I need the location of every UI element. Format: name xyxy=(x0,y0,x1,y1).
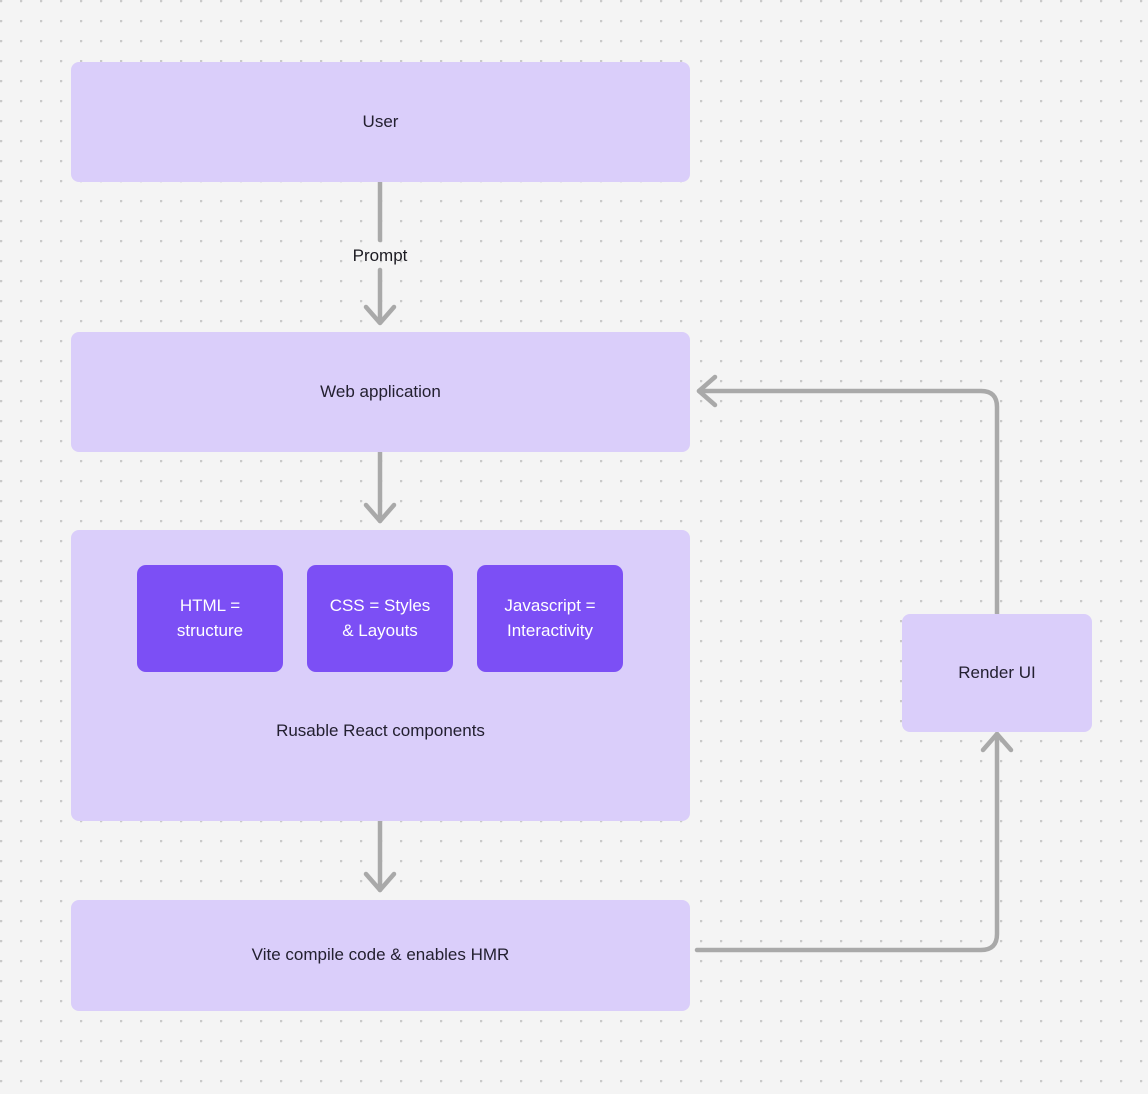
node-html-label-line1: HTML = xyxy=(179,596,241,616)
node-vite-label: Vite compile code & enables HMR xyxy=(251,945,510,965)
node-user-label: User xyxy=(362,111,399,131)
edge-components-to-vite[interactable] xyxy=(363,818,397,893)
node-user[interactable]: User xyxy=(71,62,690,182)
node-javascript[interactable]: Javascript = Interactivity xyxy=(477,565,623,672)
node-components-group[interactable]: HTML = structure CSS = Styles & Layouts … xyxy=(71,530,690,821)
node-javascript-label-line1: Javascript = xyxy=(504,596,596,616)
node-render-ui-label: Render UI xyxy=(958,662,1036,682)
node-vite[interactable]: Vite compile code & enables HMR xyxy=(71,900,690,1011)
node-components-group-label: Rusable React components xyxy=(276,721,485,740)
arrowhead-down-icon xyxy=(363,502,397,524)
node-css-label-line2: & Layouts xyxy=(342,620,418,640)
edge-render-ui-to-web-application[interactable] xyxy=(696,374,1000,617)
edge-line xyxy=(696,388,1000,617)
edge-web-application-to-components[interactable] xyxy=(363,449,397,524)
node-render-ui[interactable]: Render UI xyxy=(902,614,1092,732)
node-web-application-label: Web application xyxy=(320,381,441,401)
arrowhead-down-icon xyxy=(363,304,397,326)
edge-line xyxy=(694,731,1000,953)
edge-vite-to-render-ui[interactable] xyxy=(694,731,1014,953)
node-html-label-line2: structure xyxy=(176,620,244,640)
node-css-label-line1: CSS = Styles xyxy=(329,596,431,616)
arrowhead-down-icon xyxy=(363,871,397,893)
node-javascript-label-line2: Interactivity xyxy=(507,620,593,640)
node-web-application[interactable]: Web application xyxy=(71,332,690,452)
arrowhead-up-icon xyxy=(980,731,1014,753)
edge-label-prompt: Prompt xyxy=(352,246,408,265)
node-css[interactable]: CSS = Styles & Layouts xyxy=(307,565,453,672)
node-html[interactable]: HTML = structure xyxy=(137,565,283,672)
arrowhead-left-icon xyxy=(696,374,718,408)
